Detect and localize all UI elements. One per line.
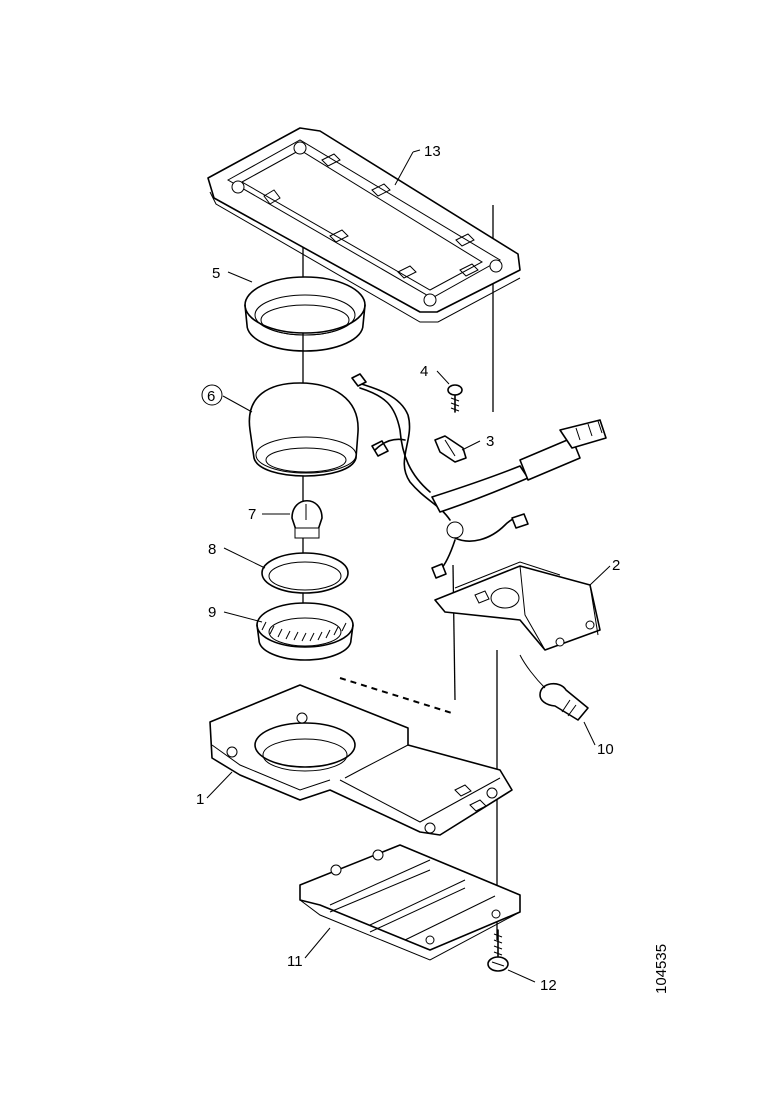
part-5-ring [244,276,366,352]
part-3-clip [434,435,467,463]
part-6-lens [248,382,359,477]
part-1-housing [209,684,513,836]
label-13: 13 [424,143,441,160]
label-10: 10 [597,741,614,758]
figure-id: 104535 [653,944,670,994]
wiring-harness [351,373,607,579]
part-13-frame [207,127,521,323]
part-11-cover [299,844,521,961]
label-1: 1 [196,791,204,808]
label-5: 5 [212,265,220,282]
label-12: 12 [540,977,557,994]
label-2: 2 [612,557,620,574]
label-9: 9 [208,604,216,621]
part-7-bulb [291,500,323,539]
leader-lines [206,149,611,983]
label-6-circle [201,384,223,406]
part-9-retaining-ring [256,602,354,661]
label-6: 6 [207,388,215,405]
label-11: 11 [287,953,303,970]
part-8-disc [261,552,349,594]
part-2-bracket [434,561,601,651]
part-10-small-bulb [519,654,589,721]
part-labels: 13 5 6 4 3 7 8 2 9 10 1 11 12 [196,143,620,994]
part-12-screw [487,929,509,972]
label-4: 4 [420,363,428,380]
label-3: 3 [486,433,494,450]
label-7: 7 [248,506,256,523]
label-8: 8 [208,541,216,558]
part-4-screw [447,384,463,413]
